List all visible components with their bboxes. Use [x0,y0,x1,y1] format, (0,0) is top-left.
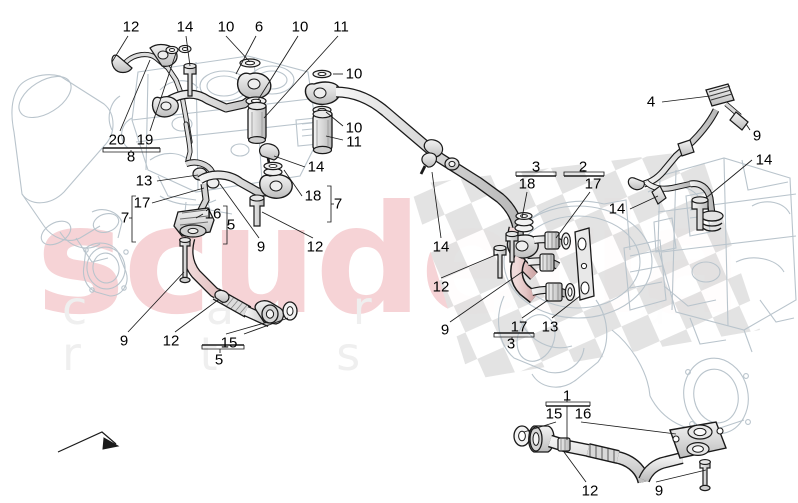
callout-16-bottom: 16 [574,405,592,423]
callout-7-left-bracket: 7 [120,209,130,227]
callout-17-left-cluster: 17 [133,194,151,212]
callout-15-bottom: 15 [545,405,563,423]
part-group-3-2-center-unions [493,212,595,304]
callout-1-bracket: 1 [562,387,572,405]
callout-17-center: 17 [584,175,602,193]
part-group-10-11-banjo-mid [304,69,341,155]
part-group-7-crossover-pipe-left [196,161,293,227]
callout-5-bracket-upper: 5 [226,216,236,234]
callout-16: 16 [204,205,222,223]
callout-5-bracket-lower: 5 [214,351,224,369]
part-group-8-vent-tube [111,43,193,163]
callout-6-top: 6 [254,18,264,36]
callout-2-bracket: 2 [578,158,588,176]
ghost-exhaust-assembly-left [11,74,129,297]
callout-20: 20 [108,131,126,149]
callout-10-mid-a: 10 [345,65,363,83]
callout-12-center-pipe: 12 [432,278,450,296]
callout-9-lower-left: 9 [119,332,129,350]
ghost-cylinder-head-right [657,157,797,331]
callout-12-left-cluster: 12 [306,238,324,256]
part-group-5-flexible-oil-pipe [173,207,298,327]
callout-14-right-lower: 14 [608,200,626,218]
part-group-4-right-feed-line [627,83,749,232]
callout-14-center-pipe: 14 [432,238,450,256]
callout-3-bracket-lower: 3 [506,335,516,353]
leader-lines [102,35,753,483]
callout-9-left-cluster: 9 [256,238,266,256]
callout-8-bracket: 8 [126,148,136,166]
union-nut-upper [544,231,571,250]
callout-14-top: 14 [176,18,194,36]
callout-13-left: 13 [135,172,153,190]
part-group-6-oil-feed-upper [151,58,272,145]
callout-17-center-lower: 17 [510,318,528,336]
bracket-marks [103,147,604,407]
callout-18-center: 18 [518,175,536,193]
callout-18-left-cluster: 18 [304,187,322,205]
part-group-1-bottom-oil-return [513,421,727,492]
callout-7-right-bracket: 7 [333,195,343,213]
watermark-secondary-text: c a r p a r t s [62,281,719,381]
callout-10-top-a: 10 [217,18,235,36]
callout-9-bottom: 9 [654,482,664,500]
callout-14-right: 14 [755,151,773,169]
callout-12-lower-left: 12 [162,332,180,350]
callout-11-top: 11 [333,18,349,36]
callout-14-right-of-engine: 14 [307,158,325,176]
orientation-arrow [57,431,120,453]
callout-10-top-b: 10 [291,18,309,36]
callout-3-bracket-upper: 3 [531,158,541,176]
callout-9-center: 9 [440,321,450,339]
callout-10-mid-b: 10 [345,119,363,137]
callout-19: 19 [136,131,154,149]
callout-12-top-left: 12 [122,18,140,36]
callout-4: 4 [646,93,656,111]
callout-12-bottom: 12 [581,482,599,500]
callout-11-mid: 11 [346,133,362,151]
callout-13-center-lower: 13 [541,318,559,336]
callout-9-right: 9 [752,127,762,145]
callout-15-lower-left: 15 [220,334,238,352]
